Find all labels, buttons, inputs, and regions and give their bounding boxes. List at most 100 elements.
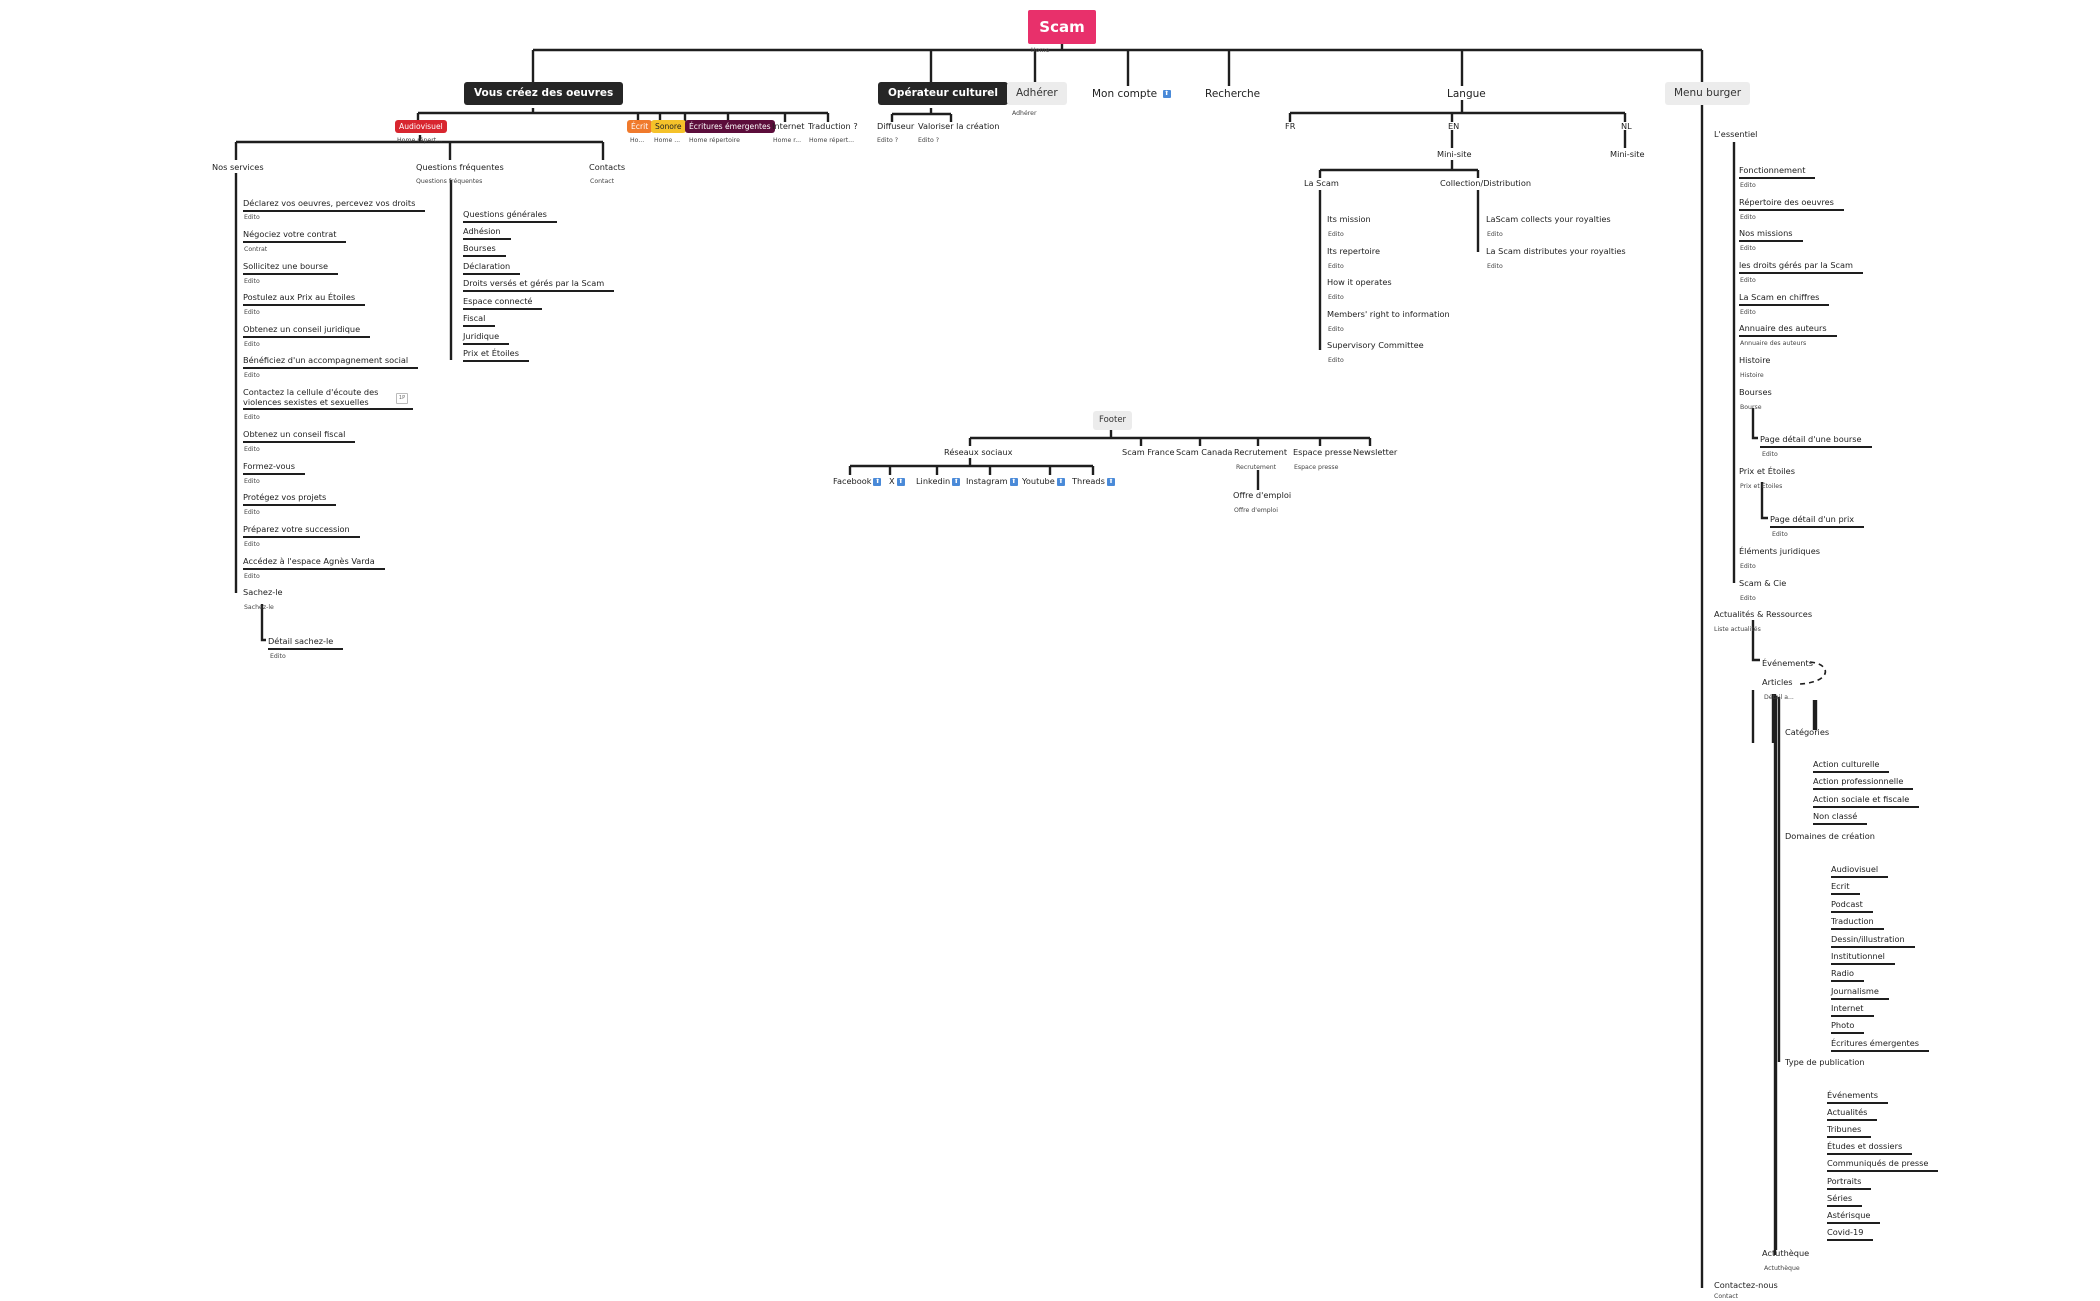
- root-node-scam[interactable]: Scam: [1028, 10, 1096, 44]
- service-item[interactable]: Déclarez vos oeuvres, percevez vos droit…: [243, 198, 426, 212]
- node-espace-presse[interactable]: Espace presse: [1293, 447, 1352, 457]
- type-item[interactable]: Événements: [1827, 1090, 1888, 1104]
- service-item[interactable]: Bénéficiez d'un accompagnement social: [243, 355, 419, 369]
- node-traduction[interactable]: Traduction ?: [808, 121, 858, 131]
- faq-item[interactable]: Adhésion: [463, 226, 511, 240]
- node-collection[interactable]: Collection/Distribution: [1440, 178, 1532, 188]
- node-contactez-nous[interactable]: Contactez-nous: [1714, 1280, 1778, 1290]
- node-langue[interactable]: Langue: [1447, 88, 1486, 100]
- domaine-item[interactable]: Podcast: [1831, 899, 1873, 913]
- service-item[interactable]: Sollicitez une bourse: [243, 261, 339, 275]
- node-mini-site-en[interactable]: Mini-site: [1437, 149, 1472, 159]
- node-newsletter[interactable]: Newsletter: [1353, 447, 1398, 457]
- faq-item[interactable]: Prix et Étoiles: [463, 348, 529, 362]
- node-offre-emploi[interactable]: Offre d'emploi: [1233, 490, 1292, 500]
- domaine-item[interactable]: Photo: [1831, 1020, 1865, 1034]
- social-facebook[interactable]: Facebook⬆: [833, 476, 882, 486]
- collection-item[interactable]: LaScam collects your royalties: [1486, 214, 1611, 224]
- node-nos-services[interactable]: Nos services: [212, 162, 264, 172]
- collection-item[interactable]: La Scam distributes your royalties: [1486, 246, 1626, 256]
- essentiel-item[interactable]: Bourses: [1739, 387, 1772, 397]
- faq-item[interactable]: Juridique: [463, 331, 510, 345]
- node-domaines[interactable]: Domaines de création: [1785, 831, 1875, 841]
- social-youtube[interactable]: Youtube⬆: [1022, 476, 1065, 486]
- domaine-item[interactable]: Traduction: [1831, 916, 1884, 930]
- tag-sonore[interactable]: Sonore: [651, 120, 686, 133]
- node-mon-compte[interactable]: Mon compte ⬆: [1092, 88, 1171, 100]
- service-item[interactable]: Contactez la cellule d'écoute des violen…: [243, 387, 413, 410]
- node-categories[interactable]: Catégories: [1785, 727, 1830, 737]
- domaine-item[interactable]: Audiovisuel: [1831, 864, 1889, 878]
- category-item[interactable]: Action professionnelle: [1813, 776, 1914, 790]
- faq-item[interactable]: Bourses: [463, 243, 506, 257]
- essentiel-item[interactable]: La Scam en chiffres: [1739, 292, 1830, 306]
- lascam-item[interactable]: Its repertoire: [1327, 246, 1381, 256]
- node-actualites[interactable]: Actualités & Ressources: [1714, 609, 1813, 619]
- node-detail-prix[interactable]: Page détail d'un prix: [1770, 514, 1865, 528]
- node-scam-cie[interactable]: Scam & Cie: [1739, 578, 1787, 588]
- essentiel-item[interactable]: Répertoire des oeuvres: [1739, 197, 1844, 211]
- lang-nl[interactable]: NL: [1621, 121, 1632, 131]
- essentiel-item[interactable]: Nos missions: [1739, 228, 1803, 242]
- faq-item[interactable]: Déclaration: [463, 261, 521, 275]
- tag-ecrit[interactable]: Écrit: [627, 120, 653, 133]
- lang-fr[interactable]: FR: [1285, 121, 1296, 131]
- type-item[interactable]: Études et dossiers: [1827, 1141, 1913, 1155]
- faq-item[interactable]: Droits versés et gérés par la Scam: [463, 278, 615, 292]
- node-footer[interactable]: Footer: [1093, 411, 1133, 430]
- node-diffuseur[interactable]: Diffuseur: [877, 121, 915, 131]
- type-item[interactable]: Actualités: [1827, 1107, 1878, 1121]
- faq-item[interactable]: Questions générales: [463, 209, 557, 223]
- faq-item[interactable]: Fiscal: [463, 313, 496, 327]
- category-item[interactable]: Non classé: [1813, 811, 1868, 825]
- node-evenements[interactable]: Événements: [1762, 658, 1813, 668]
- type-item[interactable]: Covid-19: [1827, 1227, 1874, 1241]
- service-item[interactable]: Préparez votre succession: [243, 524, 360, 538]
- service-item[interactable]: Postulez aux Prix au Étoiles: [243, 292, 366, 306]
- node-essentiel[interactable]: L'essentiel: [1714, 129, 1758, 139]
- domaine-item[interactable]: Radio: [1831, 968, 1865, 982]
- domaine-item[interactable]: Écritures émergentes: [1831, 1038, 1930, 1052]
- node-vous-creez[interactable]: Vous créez des oeuvres: [464, 82, 624, 105]
- category-item[interactable]: Action culturelle: [1813, 759, 1890, 773]
- essentiel-item[interactable]: Fonctionnement: [1739, 165, 1816, 179]
- essentiel-item[interactable]: les droits gérés par la Scam: [1739, 260, 1864, 274]
- lascam-item[interactable]: How it operates: [1327, 277, 1392, 287]
- node-recherche[interactable]: Recherche: [1205, 88, 1261, 100]
- service-item[interactable]: Négociez votre contrat: [243, 229, 347, 243]
- domaine-item[interactable]: Dessin/illustration: [1831, 934, 1915, 948]
- node-adherer[interactable]: Adhérer: [1007, 82, 1067, 105]
- social-x[interactable]: X⬆: [889, 476, 905, 486]
- node-actutheque[interactable]: Actuthèque: [1762, 1248, 1810, 1258]
- type-item[interactable]: Portraits: [1827, 1176, 1872, 1190]
- node-scam-france[interactable]: Scam France: [1122, 447, 1175, 457]
- node-type-publication[interactable]: Type de publication: [1785, 1057, 1865, 1067]
- node-contacts[interactable]: Contacts: [589, 162, 626, 172]
- service-item[interactable]: Formez-vous: [243, 461, 306, 475]
- social-linkedin[interactable]: Linkedin⬆: [916, 476, 961, 486]
- tag-audiovisuel[interactable]: Audiovisuel: [395, 120, 447, 133]
- domaine-item[interactable]: Internet: [1831, 1003, 1874, 1017]
- domaine-item[interactable]: Journalisme: [1831, 986, 1889, 1000]
- lascam-item[interactable]: Members' right to information: [1327, 309, 1450, 319]
- lascam-item[interactable]: Its mission: [1327, 214, 1371, 224]
- essentiel-item[interactable]: Histoire: [1739, 355, 1771, 365]
- essentiel-item[interactable]: Annuaire des auteurs: [1739, 323, 1837, 337]
- node-articles[interactable]: Articles: [1762, 677, 1793, 687]
- node-la-scam[interactable]: La Scam: [1304, 178, 1339, 188]
- faq-item[interactable]: Espace connecté: [463, 296, 543, 310]
- type-item[interactable]: Communiqués de presse: [1827, 1158, 1939, 1172]
- node-menu-burger[interactable]: Menu burger: [1665, 82, 1751, 105]
- node-prix-etoiles[interactable]: Prix et Étoiles: [1739, 466, 1795, 476]
- social-threads[interactable]: Threads⬆: [1072, 476, 1115, 486]
- node-juridiques[interactable]: Éléments juridiques: [1739, 546, 1821, 556]
- tag-ecritures-emergentes[interactable]: Écritures émergentes: [685, 120, 775, 133]
- category-item[interactable]: Action sociale et fiscale: [1813, 794, 1920, 808]
- node-valoriser[interactable]: Valoriser la création: [918, 121, 1000, 131]
- node-mini-site-nl[interactable]: Mini-site: [1610, 149, 1645, 159]
- service-item[interactable]: Obtenez un conseil fiscal: [243, 429, 356, 443]
- node-operateur-culturel[interactable]: Opérateur culturel: [878, 82, 1008, 105]
- node-detail-bourse[interactable]: Page détail d'une bourse: [1760, 434, 1872, 448]
- type-item[interactable]: Astérisque: [1827, 1210, 1881, 1224]
- type-item[interactable]: Séries: [1827, 1193, 1863, 1207]
